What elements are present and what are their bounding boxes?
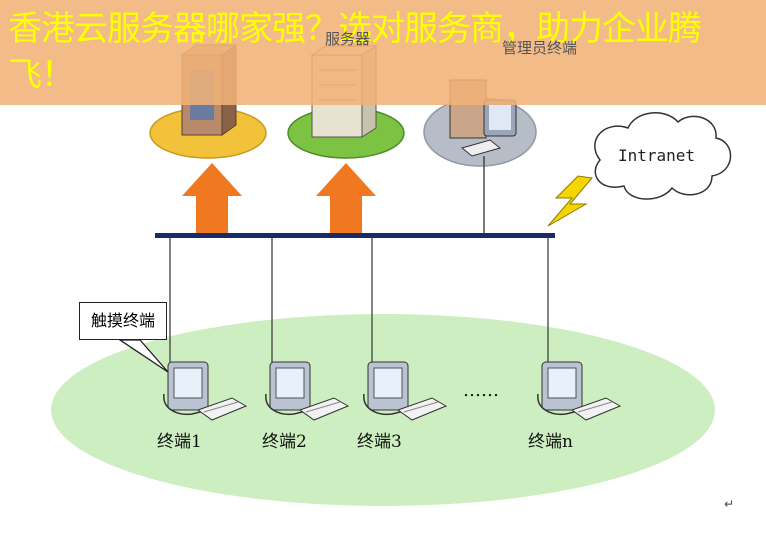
terminal-label-3: 终端3	[357, 432, 402, 452]
upload-arrow-1	[182, 163, 242, 236]
terminal-ellipsis: ……	[463, 380, 499, 401]
terminal-n	[537, 361, 622, 421]
terminal-label-2: 终端2	[262, 432, 307, 452]
promo-banner: 香港云服务器哪家强？选对服务商，助力企业腾飞！	[0, 0, 766, 105]
intranet-label: Intranet	[618, 146, 696, 165]
intranet-cloud	[594, 112, 732, 200]
admin-terminal-label: 管理员终端	[502, 39, 578, 57]
lightning-bolt	[547, 175, 593, 227]
terminal-label-n: 终端n	[528, 432, 573, 452]
touch-label-pointer	[117, 339, 169, 373]
terminal-2	[265, 361, 350, 421]
touch-terminal-label: 触摸终端	[79, 302, 167, 340]
banner-headline: 香港云服务器哪家强？选对服务商，助力企业腾飞！	[8, 9, 702, 95]
server-label-partial: 服务器	[325, 30, 371, 48]
paragraph-mark: ↵	[724, 497, 735, 511]
network-bus	[155, 233, 555, 238]
admin-terminal	[423, 79, 537, 167]
upload-arrow-2	[316, 163, 376, 236]
terminal-3	[363, 361, 448, 421]
terminal-label-1: 终端1	[157, 432, 202, 452]
terminal-1	[163, 361, 248, 421]
